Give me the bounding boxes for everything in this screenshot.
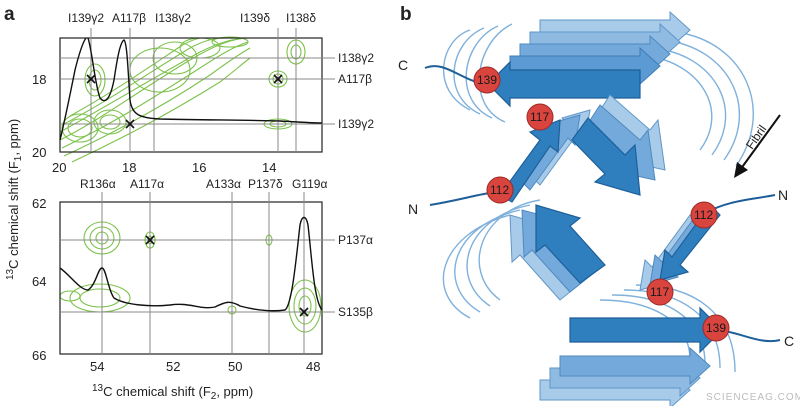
residue-right-117: 117	[650, 285, 669, 299]
top-right-label-2: A117β	[338, 72, 372, 86]
bottom-peak-label-5: G119α	[292, 177, 327, 191]
top-peak-label-3: I138γ2	[155, 11, 191, 25]
top-contours	[59, 36, 306, 163]
y-axis-label: 13C chemical shift (F1, ppm)	[5, 119, 24, 280]
top-frame	[59, 37, 323, 153]
residue-left-139: 139	[477, 73, 497, 87]
top-ytick-18: 18	[32, 72, 46, 87]
bottom-cross-markers	[145, 235, 309, 317]
bottom-peak-label-3: A133α	[206, 177, 241, 191]
residue-right-112: 112	[694, 208, 713, 222]
bottom-xtick-54: 54	[90, 359, 104, 374]
n-terminus-tail-left	[429, 191, 496, 206]
top-1d-trace	[59, 37, 323, 141]
fibril-arrow	[734, 114, 781, 178]
panel-a-letter: a	[4, 4, 15, 25]
bottom-right-label-2: S135β	[338, 305, 373, 319]
top-right-label-3: I139γ2	[338, 117, 374, 131]
top-xtick-18: 18	[122, 160, 136, 175]
bottom-spectrum: R136α A117α A133α P137δ G119α P137α S135…	[32, 177, 373, 374]
bottom-peak-label-1: R136α	[80, 177, 116, 191]
bottom-right-label-1: P137α	[338, 233, 373, 247]
top-peak-label-4: I139δ	[240, 11, 270, 25]
strand-stack-lower-center	[509, 204, 606, 301]
bottom-xtick-48: 48	[306, 359, 320, 374]
terminus-n-left: N	[408, 201, 418, 217]
top-ytick-20: 20	[32, 145, 46, 160]
residue-left-117: 117	[530, 110, 549, 124]
bottom-ytick-66: 66	[32, 348, 46, 363]
bottom-ytick-64: 64	[32, 274, 46, 289]
terminus-c-top: C	[398, 57, 408, 73]
top-gridlines	[60, 28, 335, 152]
bottom-xtick-50: 50	[228, 359, 242, 374]
strand-stack-top	[487, 10, 691, 108]
top-peak-label-2: A117β	[112, 11, 146, 25]
bottom-gridlines	[60, 192, 335, 354]
fibril-label: Fibril	[743, 122, 769, 151]
x-axis-label: 13C chemical shift (F2, ppm)	[92, 383, 253, 402]
top-xtick-20: 20	[52, 160, 66, 175]
strand-stack-center	[571, 94, 666, 196]
top-peak-label-5: I138δ	[286, 11, 316, 25]
top-xtick-16: 16	[192, 160, 206, 175]
top-cross-markers	[86, 74, 283, 129]
strand-stack-upper-left	[499, 109, 591, 203]
top-peak-label-1: I139γ2	[68, 11, 104, 25]
bottom-1d-trace	[59, 216, 323, 312]
bottom-ytick-62: 62	[32, 196, 46, 211]
bottom-xtick-52: 52	[166, 359, 180, 374]
residue-left-112: 112	[490, 183, 509, 197]
front-strand-bottom	[569, 306, 723, 354]
top-spectrum: I139γ2 A117β I138γ2 I139δ I138δ I138γ2 A…	[32, 11, 374, 175]
bottom-peak-label-2: A117α	[130, 177, 164, 191]
bottom-contours	[59, 221, 322, 333]
top-xtick-14: 14	[262, 160, 276, 175]
front-strand-top	[487, 60, 641, 108]
bottom-peak-label-4: P137δ	[248, 177, 283, 191]
watermark: SCIENCEAG.COM	[706, 392, 800, 403]
panel-b-letter: b	[400, 4, 412, 25]
terminus-n-right: N	[778, 187, 788, 203]
residue-markers: 139 117 112 112 117 139	[473, 66, 730, 342]
top-right-label-1: I138γ2	[338, 51, 374, 65]
terminus-c-bottom: C	[784, 333, 794, 349]
residue-right-139: 139	[706, 321, 726, 335]
strand-stack-bottom	[539, 306, 723, 410]
bottom-frame	[59, 201, 323, 355]
